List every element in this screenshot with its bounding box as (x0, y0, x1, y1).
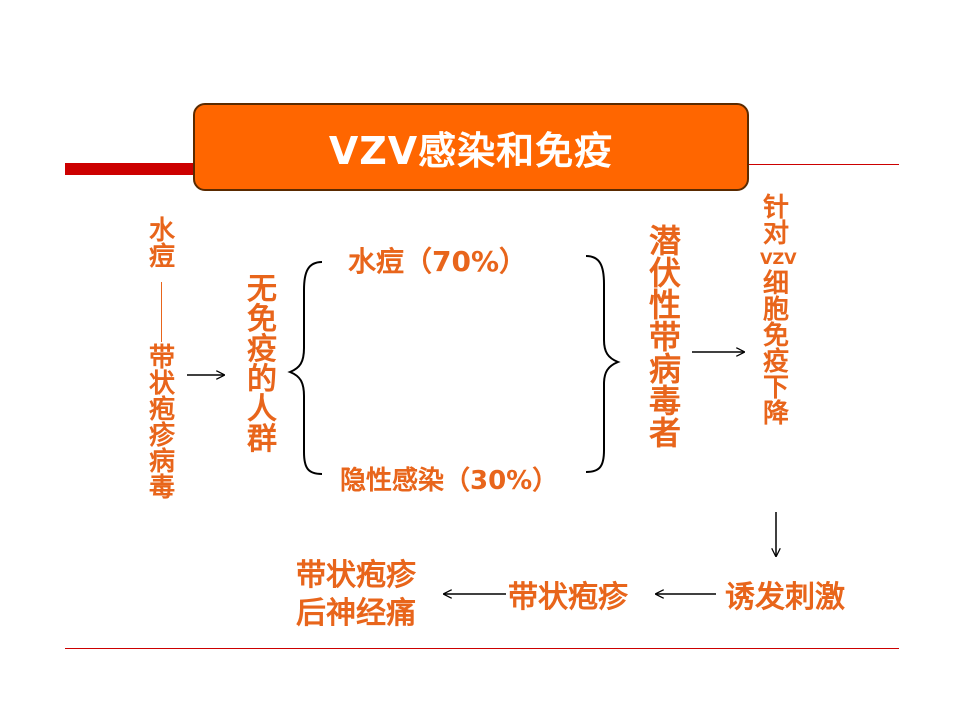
induce-label: 诱发刺激 (725, 580, 845, 615)
varicella-label: 水痘（70%） (348, 245, 528, 278)
decorative-top-rule (749, 164, 899, 165)
latent-infection-label: 隐性感染（30%） (340, 466, 559, 496)
decorative-bottom-rule (65, 648, 899, 649)
left-brace (287, 261, 323, 475)
phn-line1: 带状疱疹 (296, 558, 416, 593)
virus-label-connector (161, 282, 162, 342)
latent-carrier: 潜伏性带病毒者 (648, 222, 681, 452)
phn-line2: 后神经痛 (296, 596, 416, 631)
no-immunity-population: 无免疫的人群 (247, 272, 277, 457)
decorative-red-bar (65, 163, 193, 175)
virus-label-top: 水痘 (148, 216, 175, 272)
title-banner: VZV感染和免疫 (193, 103, 749, 191)
virus-label-bottom: 带状疱疹病毒 (148, 343, 175, 503)
zoster-label: 带状疱疹 (508, 580, 628, 615)
right-brace (585, 255, 621, 473)
phn-label: 带状疱疹 后神经痛 (296, 557, 416, 633)
page-title: VZV感染和免疫 (328, 128, 614, 173)
